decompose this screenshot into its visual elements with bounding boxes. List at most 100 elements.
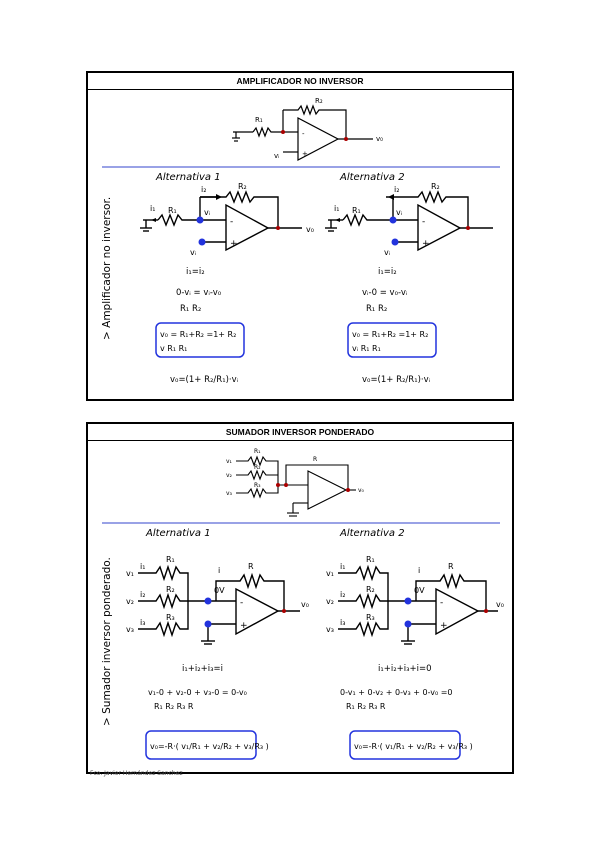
svg-text:+: + xyxy=(240,621,248,631)
non-inverting-diagram: > Amplificador no inversor. R₂ R₁ - + v₀ … xyxy=(101,97,500,385)
svg-text:i₃: i₃ xyxy=(340,618,345,627)
svg-text:R: R xyxy=(313,456,317,463)
svg-text:R₁ R₂ R₃ R: R₁ R₂ R₃ R xyxy=(154,702,194,711)
panel-title: SUMADOR INVERSOR PONDERADO xyxy=(88,424,512,441)
svg-text:R₂: R₂ xyxy=(254,464,261,471)
svg-text:R: R xyxy=(448,562,454,571)
alt2-label: Alternativa 2 xyxy=(339,528,405,539)
svg-text:R₂: R₂ xyxy=(238,182,247,191)
alt1-label: Alternativa 1 xyxy=(155,172,221,183)
svg-text:+: + xyxy=(422,239,430,249)
svg-text:R₃: R₃ xyxy=(366,613,375,622)
svg-text:v₃: v₃ xyxy=(226,490,233,497)
svg-text:0V: 0V xyxy=(414,586,425,595)
panel-weighted-summing-inverter: SUMADOR INVERSOR PONDERADO > Sumador inv… xyxy=(86,422,514,774)
svg-text:v₀ = R₁+R₂ =1+ R₂: v₀ = R₁+R₂ =1+ R₂ xyxy=(352,330,428,339)
svg-text:v R₁ R₁: v R₁ R₁ xyxy=(160,344,187,353)
svg-text:i₂: i₂ xyxy=(140,590,145,599)
svg-text:v₀: v₀ xyxy=(306,225,314,234)
svg-text:v₀ = R₁+R₂ =1+ R₂: v₀ = R₁+R₂ =1+ R₂ xyxy=(160,330,236,339)
svg-text:R₁ R₂: R₁ R₂ xyxy=(180,304,201,314)
alt1-label: Alternativa 1 xyxy=(145,528,211,539)
alt1-circuit xyxy=(140,190,302,252)
svg-text:-: - xyxy=(240,598,243,608)
svg-text:R: R xyxy=(248,562,254,571)
svg-text:R₁ R₂ R₃ R: R₁ R₂ R₃ R xyxy=(346,702,386,711)
svg-text:0-v₁ + 0-v₂ + 0-v₃ + 0-v₀ =0: 0-v₁ + 0-v₂ + 0-v₃ + 0-v₀ =0 xyxy=(340,688,453,697)
svg-text:-: - xyxy=(230,217,233,227)
svg-text:vᵢ-0 = v₀-vᵢ: vᵢ-0 = v₀-vᵢ xyxy=(362,288,407,298)
top-circuit xyxy=(236,455,356,517)
svg-text:i₁: i₁ xyxy=(140,562,145,571)
svg-text:R₃: R₃ xyxy=(254,482,261,489)
footer-author: Fco. Javier Hernández Sanchez xyxy=(90,770,183,777)
svg-text:R₁: R₁ xyxy=(352,206,361,215)
panel-non-inverting-amplifier: AMPLIFICADOR NO INVERSOR > Amplificador … xyxy=(86,71,514,401)
svg-text:v₁: v₁ xyxy=(126,569,134,578)
svg-text:v₀=(1+ R₂/R₁)·vᵢ: v₀=(1+ R₂/R₁)·vᵢ xyxy=(170,375,238,385)
svg-text:vᵢ R₁ R₁: vᵢ R₁ R₁ xyxy=(352,344,381,353)
svg-text:v₀: v₀ xyxy=(301,600,309,609)
svg-text:v₀: v₀ xyxy=(358,487,365,494)
svg-text:-: - xyxy=(302,130,305,138)
svg-text:v₂: v₂ xyxy=(326,597,334,606)
svg-text:R₂: R₂ xyxy=(366,585,375,594)
side-label: > Amplificador no inversor. xyxy=(101,197,113,340)
svg-text:-: - xyxy=(440,598,443,608)
svg-text:i₁: i₁ xyxy=(340,562,345,571)
svg-text:v₃: v₃ xyxy=(326,625,334,634)
svg-text:R₁ R₂: R₁ R₂ xyxy=(366,304,387,314)
svg-text:i₂: i₂ xyxy=(394,185,399,194)
alt2-circuit xyxy=(338,564,498,645)
svg-text:i: i xyxy=(218,566,220,575)
svg-text:i₁: i₁ xyxy=(150,204,155,213)
svg-text:i₃: i₃ xyxy=(140,618,145,627)
svg-text:v₁-0 + v₂-0 + v₃-0 = 0-v₀: v₁-0 + v₂-0 + v₃-0 = 0-v₀ xyxy=(148,688,247,697)
svg-text:i: i xyxy=(418,566,420,575)
alt2-eq1: i₁+i₂+i₃+i=0 xyxy=(378,664,432,674)
svg-text:R₁: R₁ xyxy=(168,206,177,215)
svg-text:v₀: v₀ xyxy=(376,135,383,143)
svg-text:v₁: v₁ xyxy=(226,458,233,465)
svg-text:v₂: v₂ xyxy=(226,472,233,479)
svg-text:R₂: R₂ xyxy=(315,97,323,105)
alt1-eq1: i₁=i₂ xyxy=(186,267,205,277)
svg-text:v₁: v₁ xyxy=(326,569,334,578)
side-label: > Sumador inversor ponderado. xyxy=(101,557,113,726)
svg-text:vᵢ: vᵢ xyxy=(396,208,402,217)
svg-text:R₁: R₁ xyxy=(366,555,375,564)
svg-text:+: + xyxy=(440,621,448,631)
top-circuit xyxy=(232,104,373,161)
svg-text:v₂: v₂ xyxy=(126,597,134,606)
svg-text:R₁: R₁ xyxy=(255,116,263,124)
svg-text:-: - xyxy=(422,217,425,227)
svg-text:i₂: i₂ xyxy=(340,590,345,599)
svg-text:R₁: R₁ xyxy=(254,448,261,455)
svg-text:0V: 0V xyxy=(214,586,225,595)
alt2-circuit xyxy=(325,190,493,252)
svg-text:vᵢ: vᵢ xyxy=(274,152,279,160)
svg-text:0-vᵢ = vᵢ-v₀: 0-vᵢ = vᵢ-v₀ xyxy=(176,288,222,298)
svg-text:vᵢ: vᵢ xyxy=(190,248,196,257)
svg-text:v₀=-R·( v₁/R₁ + v₂/R₂ + v₃/R₃: v₀=-R·( v₁/R₁ + v₂/R₂ + v₃/R₃ ) xyxy=(150,742,269,751)
svg-text:+: + xyxy=(230,239,238,249)
alt1-eq1: i₁+i₂+i₃=i xyxy=(182,664,223,674)
svg-text:i₂: i₂ xyxy=(201,185,206,194)
svg-text:v₀: v₀ xyxy=(496,600,504,609)
svg-text:+: + xyxy=(302,150,308,158)
svg-text:v₀=(1+ R₂/R₁)·vᵢ: v₀=(1+ R₂/R₁)·vᵢ xyxy=(362,375,430,385)
svg-text:v₀=-R·( v₁/R₁ + v₂/R₂ + v₃/R₃: v₀=-R·( v₁/R₁ + v₂/R₂ + v₃/R₃ ) xyxy=(354,742,473,751)
alt1-circuit xyxy=(138,564,300,645)
svg-text:R₃: R₃ xyxy=(166,613,175,622)
svg-text:R₂: R₂ xyxy=(166,585,175,594)
svg-text:v₃: v₃ xyxy=(126,625,134,634)
svg-text:R₂: R₂ xyxy=(431,182,440,191)
panel-title: AMPLIFICADOR NO INVERSOR xyxy=(88,73,512,90)
summing-diagram: > Sumador inversor ponderado. v₁ v₂ v₃ R… xyxy=(101,448,504,760)
svg-text:vᵢ: vᵢ xyxy=(384,248,390,257)
svg-text:R₁: R₁ xyxy=(166,555,175,564)
alt2-eq1: i₁=i₂ xyxy=(378,267,397,277)
alt2-label: Alternativa 2 xyxy=(339,172,405,183)
svg-text:i₁: i₁ xyxy=(334,204,339,213)
svg-text:vᵢ: vᵢ xyxy=(204,208,210,217)
